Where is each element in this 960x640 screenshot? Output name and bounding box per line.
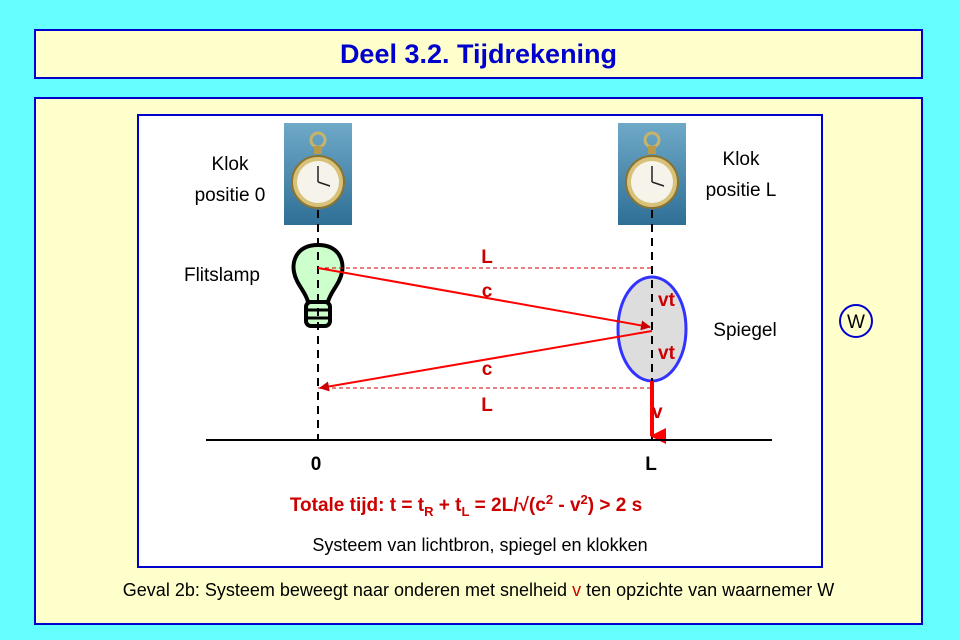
total-time-formula: Totale tijd: t = tR + tL = 2L/√(c2 - v2)… xyxy=(290,492,642,519)
clock-left-label-1: Klok xyxy=(212,154,249,175)
label-top-L: L xyxy=(481,247,493,268)
label-top-c: c xyxy=(482,281,493,302)
mirror-label: Spiegel xyxy=(713,320,776,341)
clock-left-label-2: positie 0 xyxy=(195,185,266,206)
clock-right-label-2: positie L xyxy=(706,180,777,201)
title-banner: Deel 3.2. Tijdrekening xyxy=(34,29,923,79)
observer-circle-icon xyxy=(839,304,873,338)
case-caption: Geval 2b: Systeem beweegt naar onderen m… xyxy=(122,580,835,600)
tick-zero: 0 xyxy=(311,454,322,475)
label-vt-lower: vt xyxy=(658,343,676,364)
lamp-label: Flitslamp xyxy=(184,265,260,286)
page-title: Deel 3.2. Tijdrekening xyxy=(339,38,618,69)
clock-right-label-1: Klok xyxy=(723,149,760,170)
tick-L: L xyxy=(645,454,657,475)
pocket-watch-icon xyxy=(284,123,352,225)
diagram-frame xyxy=(137,114,823,568)
label-vt-upper: vt xyxy=(658,290,676,311)
label-bottom-L: L xyxy=(481,395,493,416)
light-ray-outgoing xyxy=(317,267,651,331)
label-bottom-c: c xyxy=(482,359,493,380)
system-label: Systeem van lichtbron, spiegel en klokke… xyxy=(312,535,647,555)
caption-velocity: v xyxy=(572,580,582,600)
label-velocity: v xyxy=(652,402,663,423)
pocket-watch-icon xyxy=(618,123,686,225)
observer-label: W xyxy=(847,312,865,333)
light-ray-return xyxy=(319,330,653,392)
